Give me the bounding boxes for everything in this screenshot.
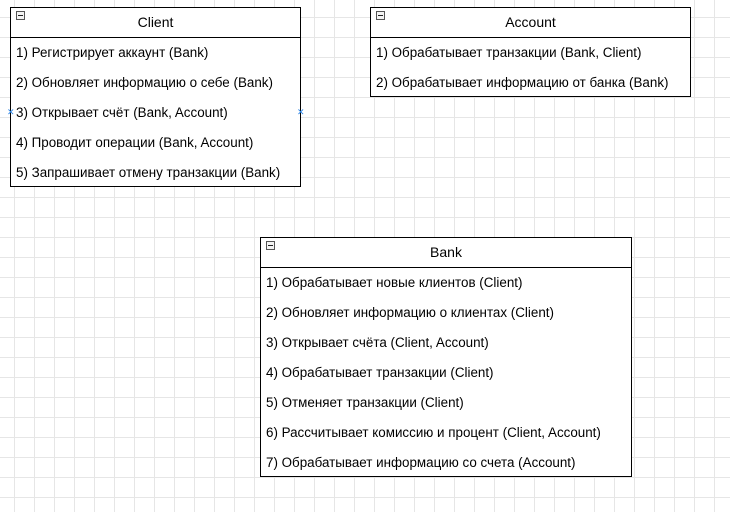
bank-item[interactable]: 6) Рассчитывает комиссию и процент (Clie… <box>266 425 601 440</box>
account-card[interactable]: Account 1) Обрабатывает транзакции (Bank… <box>370 7 691 97</box>
client-card-header[interactable]: Client <box>11 8 300 38</box>
collapse-icon[interactable] <box>376 11 385 20</box>
client-card-title: Client <box>137 14 174 30</box>
account-item[interactable]: 1) Обрабатывает транзакции (Bank, Client… <box>376 45 642 60</box>
bank-item[interactable]: 2) Обновляет информацию о клиентах (Clie… <box>266 305 554 320</box>
bank-item[interactable]: 4) Обрабатывает транзакции (Client) <box>266 365 494 380</box>
connection-handle-icon[interactable]: ✕ <box>297 107 305 117</box>
bank-item[interactable]: 5) Отменяет транзакции (Client) <box>266 395 464 410</box>
bank-card[interactable]: Bank 1) Обрабатывает новые клиентов (Cli… <box>260 237 632 477</box>
client-card[interactable]: Client 1) Регистрирует аккаунт (Bank) 2)… <box>10 7 301 187</box>
bank-card-header[interactable]: Bank <box>261 238 631 268</box>
account-card-header[interactable]: Account <box>371 8 690 38</box>
bank-card-title: Bank <box>430 244 462 260</box>
bank-item[interactable]: 1) Обрабатывает новые клиентов (Client) <box>266 275 523 290</box>
client-item[interactable]: 3) Открывает счёт (Bank, Account) <box>16 105 228 120</box>
client-item[interactable]: 1) Регистрирует аккаунт (Bank) <box>16 45 209 60</box>
client-item[interactable]: 4) Проводит операции (Bank, Account) <box>16 135 254 150</box>
bank-item[interactable]: 3) Открывает счёта (Client, Account) <box>266 335 489 350</box>
collapse-icon[interactable] <box>266 241 275 250</box>
collapse-icon[interactable] <box>16 11 25 20</box>
bank-item[interactable]: 7) Обрабатывает информацию со счета (Acc… <box>266 455 576 470</box>
client-item[interactable]: 5) Запрашивает отмену транзакции (Bank) <box>16 165 281 180</box>
account-card-title: Account <box>505 14 556 30</box>
client-item[interactable]: 2) Обновляет информацию о себе (Bank) <box>16 75 273 90</box>
connection-handle-icon[interactable]: ✕ <box>7 107 15 117</box>
account-item[interactable]: 2) Обрабатывает информацию от банка (Ban… <box>376 75 669 90</box>
